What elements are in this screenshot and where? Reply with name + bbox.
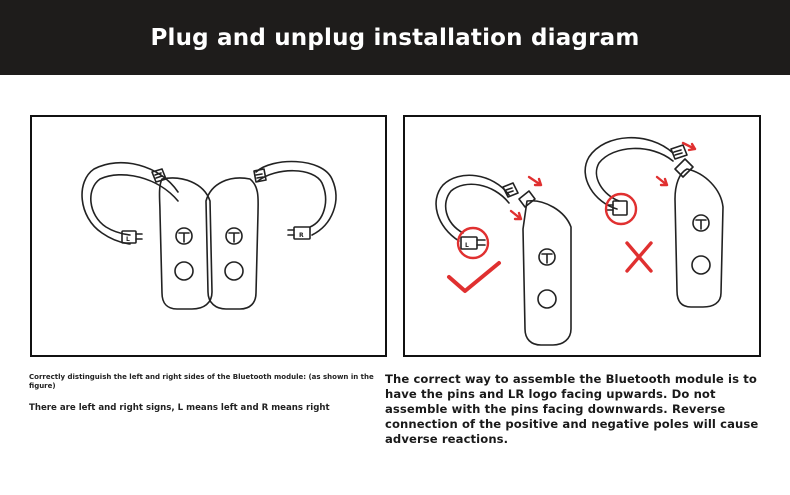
- wrong-highlight-circle: [604, 192, 638, 226]
- correct-round-button: [537, 289, 557, 309]
- correct-power-button: [538, 248, 556, 266]
- wrong-ear-hook: [584, 136, 674, 210]
- right-connector: [293, 226, 311, 240]
- right-marker-label: R: [299, 232, 304, 239]
- correct-ear-hook: [435, 174, 510, 242]
- arrow-icon: [527, 175, 543, 187]
- left-module-body: [158, 177, 213, 310]
- right-ear-hook: [255, 160, 337, 236]
- left-right-diagram-panel: L R: [30, 115, 387, 357]
- left-ear-hook: [81, 161, 179, 245]
- distinguish-caption: Correctly distinguish the left and right…: [29, 373, 374, 390]
- wrong-power-button: [692, 214, 710, 232]
- assembly-caption: The correct way to assemble the Bluetoot…: [385, 372, 759, 446]
- left-right-diagram: L R: [81, 160, 337, 310]
- left-round-button: [174, 261, 194, 281]
- correct-marker-label: L: [465, 242, 469, 249]
- right-round-button: [224, 261, 244, 281]
- arrow-icon: [655, 175, 669, 187]
- left-connector: [121, 230, 137, 244]
- correct-highlight-circle: [456, 226, 490, 260]
- wrong-round-button: [691, 255, 711, 275]
- left-marker-label: L: [126, 236, 130, 243]
- correct-module-body: [522, 200, 572, 346]
- right-power-button: [225, 227, 243, 245]
- correct-check-mark: [447, 261, 501, 293]
- assembly-diagram-panel: L: [403, 115, 761, 357]
- wrong-module-body: [674, 168, 724, 308]
- right-module-body: [205, 177, 259, 310]
- header-banner: Plug and unplug installation diagram: [0, 0, 790, 75]
- page-title: Plug and unplug installation diagram: [150, 24, 640, 51]
- arrow-icon: [509, 209, 523, 221]
- signs-caption: There are left and right signs, L means …: [29, 403, 330, 413]
- arrow-icon: [681, 141, 697, 152]
- left-power-button: [175, 227, 193, 245]
- wrong-x-mark: [625, 241, 653, 273]
- assembly-diagram: L: [435, 136, 724, 346]
